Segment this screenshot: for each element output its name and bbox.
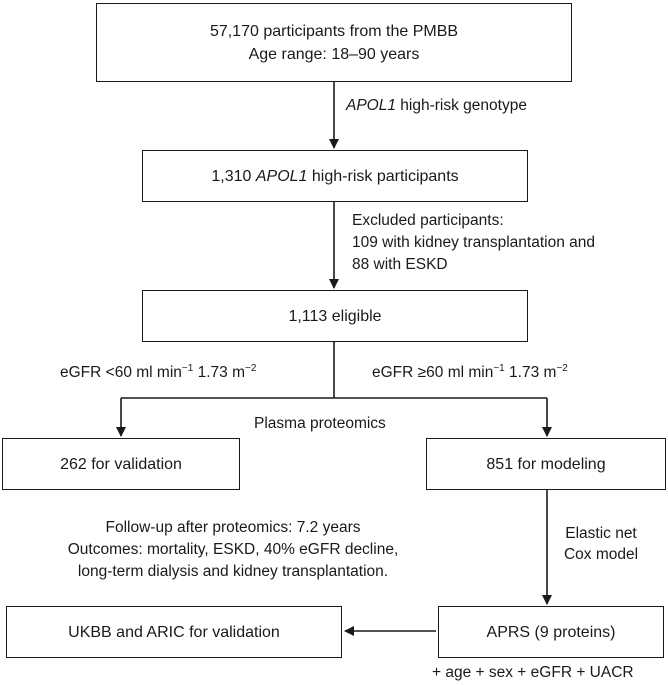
pmbb-age-text: Age range: 18–90 years — [248, 45, 420, 63]
eligible-text: 1,113 eligible — [288, 307, 382, 325]
egfr-low-label: eGFR <60 ml min−1 1.73 m−2 — [60, 363, 257, 382]
highrisk-gene: APOL1 — [255, 167, 308, 185]
excluded-label: Excluded participants: 109 with kidney t… — [352, 212, 595, 273]
aprs-text: APRS (9 proteins) — [486, 623, 616, 641]
aprs-box: APRS (9 proteins) — [438, 606, 664, 658]
ukbb-aric-box: UKBB and ARIC for validation — [6, 606, 342, 658]
ukbb-aric-text: UKBB and ARIC for validation — [68, 623, 280, 641]
pmbb-participants-box: 57,170 participants from the PMBB Age ra… — [96, 3, 572, 82]
followup-label: Follow-up after proteomics: 7.2 years Ou… — [67, 519, 399, 580]
egfr-high-label: eGFR ≥60 ml min−1 1.73 m−2 — [372, 363, 568, 382]
modeling-box: 851 for modeling — [426, 438, 666, 490]
eligible-box: 1,113 eligible — [142, 290, 528, 342]
highrisk-rest: high-risk participants — [311, 167, 459, 185]
modeling-text: 851 for modeling — [486, 455, 606, 473]
genotype-label: APOL1 high-risk genotype — [346, 97, 527, 114]
highrisk-participants-box: 1,310 APOL1 high-risk participants — [142, 150, 528, 202]
covariates-label: + age + sex + eGFR + UACR — [432, 664, 634, 681]
validation-box: 262 for validation — [2, 438, 240, 490]
validation-text: 262 for validation — [60, 455, 182, 473]
highrisk-count: 1,310 — [211, 167, 252, 185]
pmbb-count-text: 57,170 participants from the PMBB — [209, 22, 459, 40]
plasma-proteomics-label: Plasma proteomics — [254, 415, 386, 432]
elastic-net-label: Elastic net Cox model — [563, 525, 639, 563]
